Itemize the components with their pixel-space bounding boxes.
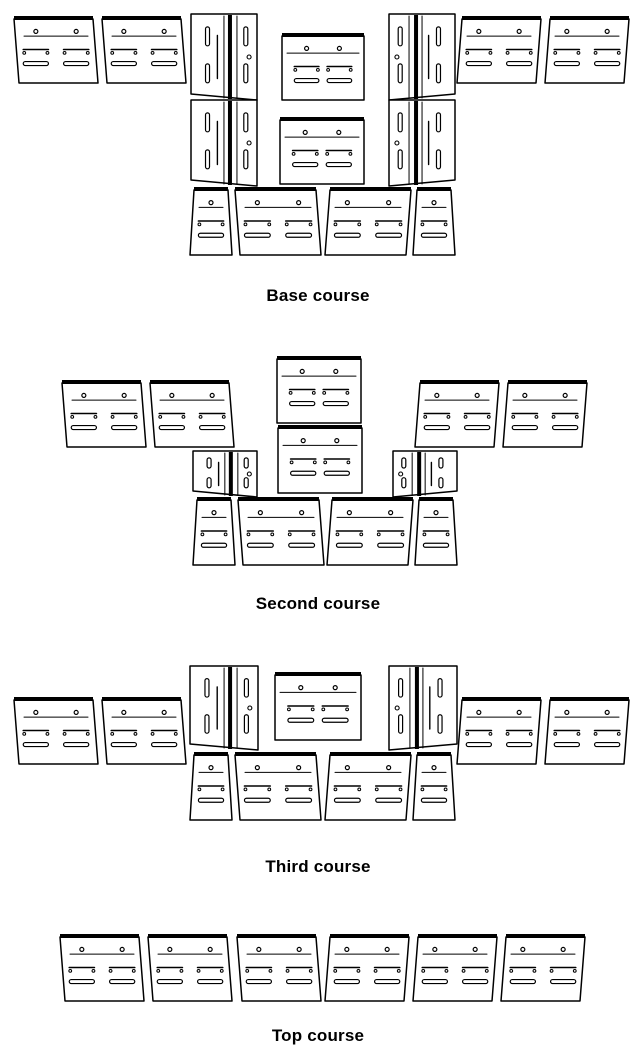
block [13, 16, 99, 84]
half-block [189, 752, 233, 821]
block [456, 697, 542, 765]
block [281, 33, 365, 101]
top-course-label: Top course [271, 1026, 365, 1045]
block [234, 752, 322, 821]
block [274, 672, 362, 741]
half-block [412, 752, 456, 821]
second-course-label: Second course [255, 594, 381, 613]
block [544, 697, 630, 765]
corner-block [192, 450, 258, 498]
base-course-label: Base course [266, 286, 370, 305]
block [544, 16, 630, 84]
third-course-blocks [13, 665, 630, 821]
block [414, 380, 500, 448]
half-block [189, 187, 233, 256]
corner-block [388, 13, 456, 101]
block [61, 380, 147, 448]
third-course-label: Third course [265, 857, 371, 876]
block [324, 187, 412, 256]
base-course-blocks [13, 13, 630, 256]
block [147, 934, 233, 1002]
block [234, 187, 322, 256]
block [277, 425, 363, 494]
top-course-blocks [59, 934, 586, 1002]
corner-block [190, 99, 258, 187]
block [237, 497, 325, 566]
block [456, 16, 542, 84]
block [500, 934, 586, 1002]
half-block [192, 497, 236, 566]
corner-block [190, 13, 258, 101]
block [149, 380, 235, 448]
corner-block [388, 665, 458, 751]
corner-block [388, 99, 456, 187]
block [13, 697, 99, 765]
block [279, 117, 365, 185]
block [324, 934, 410, 1002]
half-block [414, 497, 458, 566]
block [236, 934, 322, 1002]
block [101, 697, 187, 765]
block [101, 16, 187, 84]
block [59, 934, 145, 1002]
corner-block [189, 665, 259, 751]
half-block [412, 187, 456, 256]
block [502, 380, 588, 448]
block [324, 752, 412, 821]
block [412, 934, 498, 1002]
block [326, 497, 414, 566]
corner-block [392, 450, 458, 498]
block [276, 356, 362, 424]
second-course-blocks [61, 356, 588, 566]
